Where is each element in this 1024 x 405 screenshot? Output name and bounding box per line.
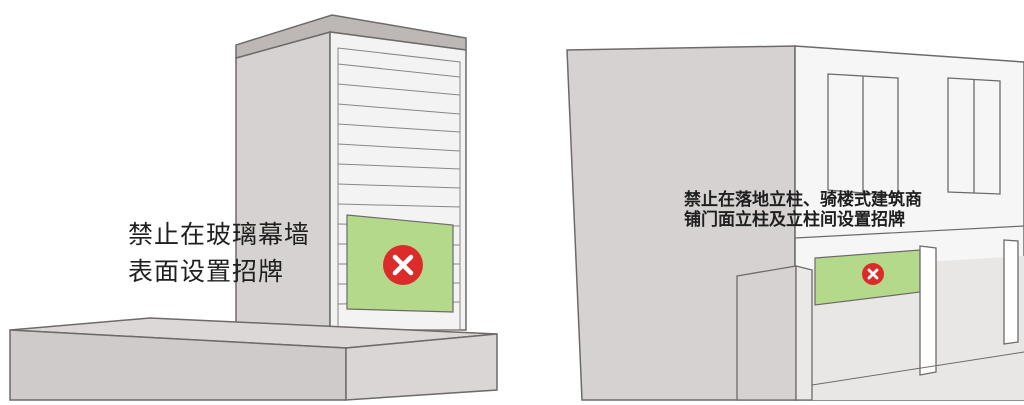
column-front-left <box>736 265 797 401</box>
left-panel-illustration <box>9 14 498 401</box>
left-caption-line-1: 禁止在玻璃幕墙 <box>128 220 311 249</box>
right-caption: 禁止在落地立柱、骑楼式建筑商 铺门面立柱及立柱间设置招牌 <box>684 190 922 230</box>
arcade-beam <box>794 225 1024 239</box>
curtain-frame <box>337 47 461 331</box>
upper-windows <box>827 73 1001 197</box>
podium-side <box>345 333 498 401</box>
x-mark-icon <box>862 263 884 285</box>
column-front-left-face <box>795 265 813 401</box>
arcade-columns <box>736 239 1019 401</box>
right-panel-illustration <box>566 45 1024 401</box>
left-caption: 禁止在玻璃幕墙 表面设置招牌 <box>128 216 310 290</box>
x-mark-icon <box>383 245 423 285</box>
column-right <box>1003 239 1019 345</box>
right-caption-line-1: 禁止在落地立柱、骑楼式建筑商 <box>684 190 922 210</box>
arcade-ground-line <box>811 351 1024 386</box>
right-caption-line-2: 铺门面立柱及立柱间设置招牌 <box>684 210 905 230</box>
column-mid <box>919 245 937 376</box>
left-caption-line-2: 表面设置招牌 <box>128 257 285 286</box>
